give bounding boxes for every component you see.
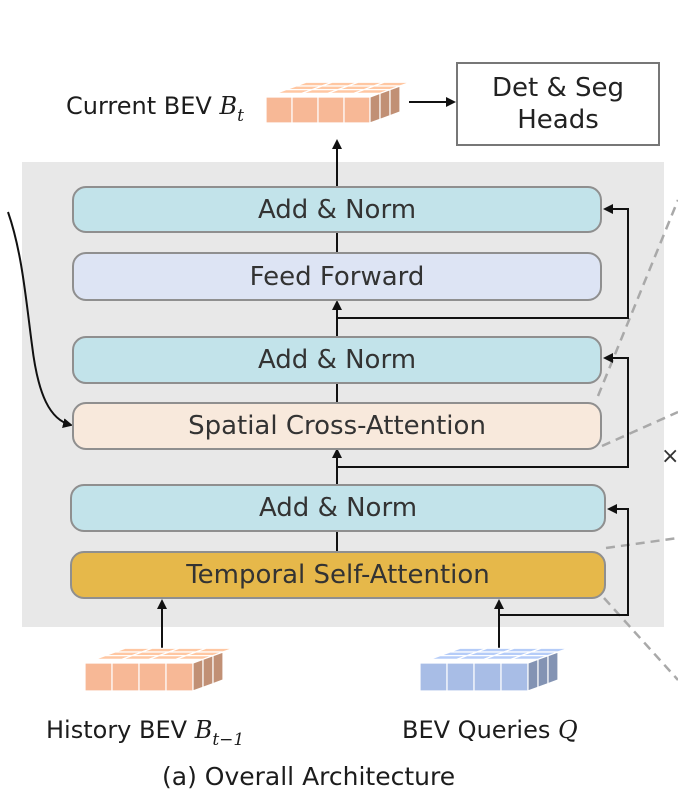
heads-line2: Heads xyxy=(517,105,599,135)
bev-side-cell xyxy=(389,85,401,117)
add-norm-block-bottom: Add & Norm xyxy=(70,484,606,532)
bev-side-cell xyxy=(202,654,214,689)
bev-front-cell xyxy=(343,96,371,124)
bev-queries-text: BEV Queries xyxy=(402,716,551,744)
residual-connections xyxy=(7,204,629,616)
history-skip-curve xyxy=(7,211,73,429)
bev-side-cell xyxy=(369,92,381,124)
current-bev-text: Current BEV xyxy=(66,92,212,120)
history-bev-grid xyxy=(84,647,234,692)
bev-side-cell xyxy=(379,88,391,121)
bev-side-cell xyxy=(192,658,204,692)
bev-front-cell xyxy=(138,662,167,692)
feed-forward-label: Feed Forward xyxy=(249,261,425,292)
bev-side-cell xyxy=(537,654,549,689)
spatial-cross-attention-block: Spatial Cross-Attention xyxy=(72,402,602,450)
spatial-cross-attention-label: Spatial Cross-Attention xyxy=(188,411,486,441)
bev-front-cell xyxy=(500,662,529,692)
bev-front-cell xyxy=(317,96,345,124)
temporal-self-attention-label: Temporal Self-Attention xyxy=(186,560,490,590)
bev-front-cell xyxy=(84,662,113,692)
bev-front-cell xyxy=(165,662,194,692)
det-seg-heads-box: Det & Seg Heads xyxy=(456,62,660,146)
bev-front-cell xyxy=(446,662,475,692)
history-bev-text: History BEV xyxy=(46,716,188,744)
bev-front-cell xyxy=(419,662,448,692)
heads-line1: Det & Seg xyxy=(491,73,625,103)
current-bev-grid xyxy=(265,81,411,124)
encoder-panel xyxy=(22,162,664,627)
current-bev-label: Current BEV Bt xyxy=(66,92,244,126)
figure-caption: (a) Overall Architecture xyxy=(162,762,456,791)
current-bev-subscript: t xyxy=(237,106,244,126)
bev-side-cell xyxy=(547,651,559,685)
bev-front-cell xyxy=(111,662,140,692)
residual-1 xyxy=(499,504,629,616)
add-norm-middle-label: Add & Norm xyxy=(257,345,417,375)
add-norm-block-top: Add & Norm xyxy=(72,186,602,233)
bev-front-cell xyxy=(265,96,293,124)
bev-queries-label: BEV Queries Q xyxy=(402,716,578,744)
bev-side-cell xyxy=(212,651,224,685)
feed-forward-block: Feed Forward xyxy=(72,252,602,301)
history-bev-symbol: B xyxy=(194,716,213,744)
temporal-self-attention-block: Temporal Self-Attention xyxy=(70,551,606,599)
bev-front-cell xyxy=(473,662,502,692)
current-bev-symbol: B xyxy=(219,92,238,120)
add-norm-bottom-label: Add & Norm xyxy=(258,493,418,523)
bev-queries-symbol: Q xyxy=(558,716,578,744)
residual-2 xyxy=(337,353,629,468)
repeat-symbol: × xyxy=(661,444,678,469)
bev-side-cell xyxy=(527,658,539,692)
history-bev-subscript: t−1 xyxy=(212,730,245,750)
residual-3 xyxy=(337,204,629,319)
history-bev-label: History BEV Bt−1 xyxy=(46,716,244,750)
add-norm-top-label: Add & Norm xyxy=(257,194,417,225)
bev-queries-grid xyxy=(419,647,569,692)
bev-front-cell xyxy=(291,96,319,124)
add-norm-block-middle: Add & Norm xyxy=(72,336,602,384)
zoom-dashed-lines xyxy=(596,199,678,681)
